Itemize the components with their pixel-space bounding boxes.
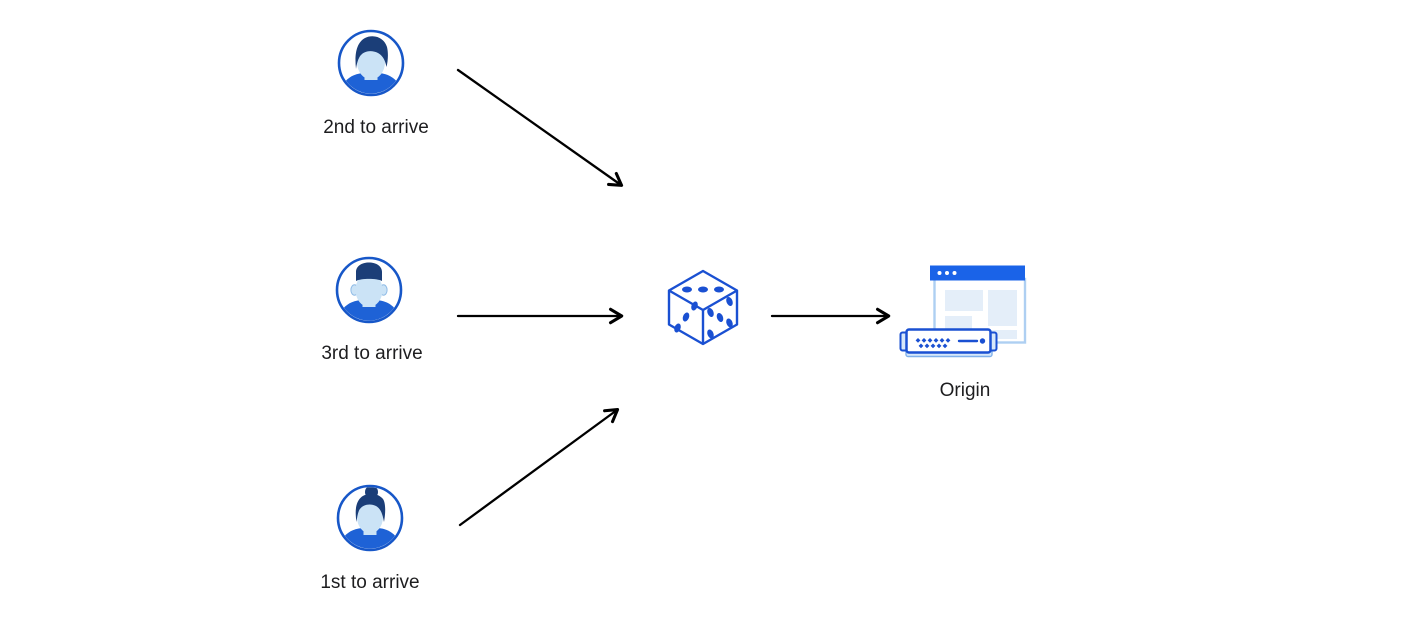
server-vents (915, 338, 951, 349)
dice-pips (674, 286, 733, 339)
user-label-1st: 1st to arrive (320, 572, 419, 593)
server-icon (899, 328, 998, 358)
user-label-2nd: 2nd to arrive (323, 117, 429, 138)
user-2nd-to-arrive: 2nd to arrive (323, 29, 429, 138)
origin-label: Origin (940, 380, 991, 401)
arrow-user2-to-dice (456, 68, 624, 187)
browser-window-icon (930, 265, 1027, 344)
arrows (456, 68, 891, 527)
user-1st-to-arrive: 1st to arrive (320, 484, 420, 593)
user-3rd-to-arrive: 3rd to arrive (321, 256, 423, 364)
dice-icon (667, 269, 739, 346)
user-label-3rd: 3rd to arrive (321, 343, 422, 364)
origin-icon: Origin (899, 265, 1027, 401)
server-led-dot (979, 338, 986, 344)
arrow-user1-to-dice (458, 408, 620, 527)
